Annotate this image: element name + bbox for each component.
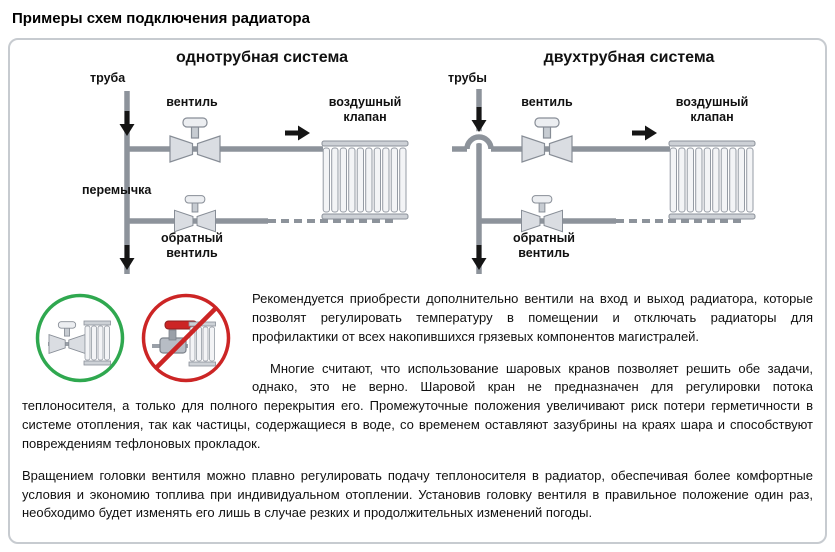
two-pipe-drawing	[452, 89, 756, 274]
radiator-icon	[321, 140, 409, 220]
text-section: Рекомендуется приобрести дополнительно в…	[20, 290, 815, 523]
two-pipe-canvas: трубы вентиль воздушный клапан обратный …	[444, 69, 814, 284]
ball-valve-prohibited-icon	[141, 293, 231, 383]
air-valve-arrow-icon	[285, 125, 310, 141]
flow-down-arrow-icon	[471, 107, 487, 132]
label-valve: вентиль	[521, 95, 573, 109]
paragraph-recommendation: Рекомендуется приобрести дополнительно в…	[252, 291, 813, 344]
label-pipe: труба	[90, 71, 126, 85]
flow-down-arrow-icon	[119, 111, 135, 136]
diagram-panel: однотрубная система труба	[8, 38, 827, 544]
flow-out-arrow-icon	[119, 245, 135, 270]
supply-valve-icon	[169, 117, 221, 163]
label-return-valve: обратный вентиль	[161, 231, 223, 260]
label-valve: вентиль	[166, 95, 218, 109]
return-valve-icon	[521, 195, 563, 233]
supply-valve-icon	[521, 117, 573, 163]
radiator-icon	[668, 140, 756, 220]
two-pipe-heading: двухтрубная система	[543, 49, 715, 66]
label-pipes: трубы	[448, 71, 487, 85]
label-air-valve: воздушный клапан	[328, 95, 402, 124]
single-pipe-canvas: труба вентиль воздушный клапан перемычка…	[82, 69, 442, 284]
radiator-valve-recommended-icon	[35, 293, 125, 383]
label-air-valve: воздушный клапан	[675, 95, 749, 124]
diagrams-row: однотрубная система труба	[20, 48, 815, 284]
air-valve-arrow-icon	[632, 125, 657, 141]
diagram-single-pipe: однотрубная система труба	[82, 48, 442, 284]
flow-out-arrow-icon	[471, 245, 487, 270]
single-pipe-drawing	[119, 91, 409, 274]
legend-icons	[34, 292, 232, 388]
pipe-bridge-crossing	[464, 134, 494, 150]
page-title: Примеры схем подключения радиатора	[12, 10, 310, 27]
diagram-two-pipe: двухтрубная система	[444, 48, 814, 284]
paragraph-ball-valve-warning: Многие считают, что использование шаровы…	[22, 360, 813, 451]
return-valve-icon	[174, 195, 216, 233]
label-bypass: перемычка	[82, 183, 152, 197]
paragraph-valve-head-usage: Вращением головки вентиля можно плавно р…	[22, 467, 813, 521]
label-return-valve: обратный вентиль	[513, 231, 575, 260]
single-pipe-heading: однотрубная система	[176, 49, 348, 66]
